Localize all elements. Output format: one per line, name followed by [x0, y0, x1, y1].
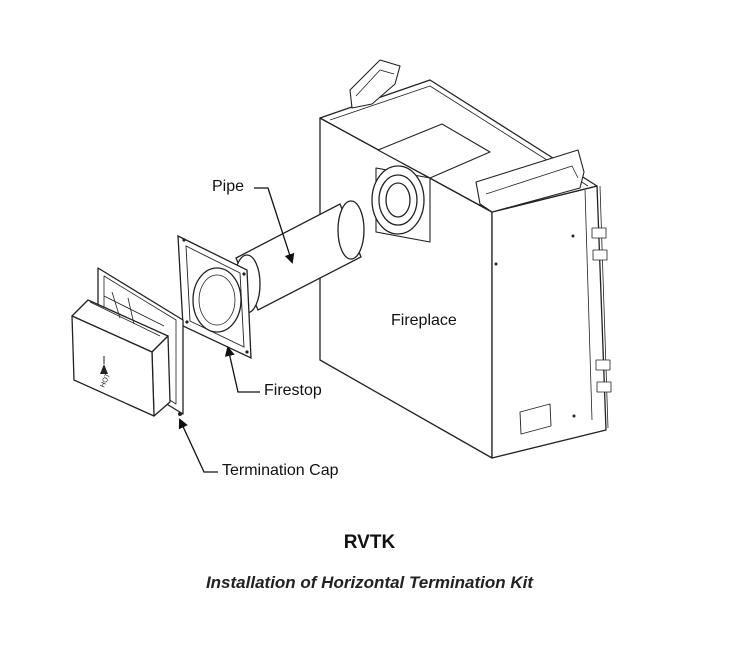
- fireplace-unit: [319, 59, 612, 459]
- pipe-label: Pipe: [212, 178, 245, 195]
- installation-diagram: HOT: [71, 59, 612, 473]
- firestop-label: Firestop: [264, 382, 322, 399]
- pipe-leader: [254, 187, 295, 264]
- firestop-leader: [224, 346, 260, 393]
- termination-cap: HOT: [71, 267, 184, 417]
- firestop-plate: [177, 234, 252, 360]
- model-code: RVTK: [343, 532, 396, 553]
- figure-caption: Installation of Horizontal Termination K…: [205, 573, 534, 592]
- termination-cap-leader: [178, 418, 218, 473]
- leader-lines: [178, 187, 295, 473]
- fireplace-label: Fireplace: [391, 312, 457, 329]
- termination-cap-label: Termination Cap: [222, 462, 339, 479]
